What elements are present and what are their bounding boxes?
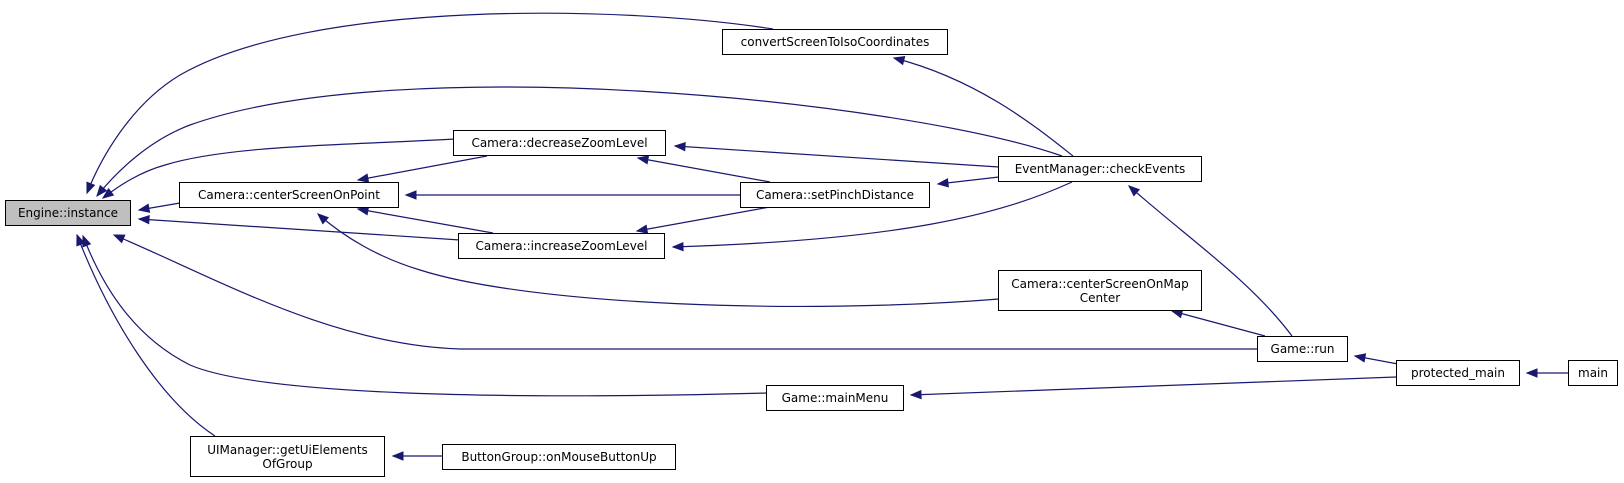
node-label: protected_main — [1410, 366, 1505, 380]
edge-increase-to-engine-arrowhead — [137, 214, 150, 225]
node-label: Camera::setPinchDistance — [755, 188, 915, 202]
edge-run-to-mapcenter — [1171, 310, 1266, 337]
node-label: UIManager::getUiElements — [207, 442, 368, 457]
edge-mapcenter-to-centerpoint — [317, 213, 1000, 308]
node-label: convertScreenToIsoCoordinates — [740, 35, 930, 49]
node-camera-center-screen-on-point[interactable]: Camera::centerScreenOnPoint — [179, 182, 399, 208]
edge-checkevents-to-convert-arrowhead — [892, 56, 906, 66]
edge-run-to-checkevents-arrowhead — [1127, 185, 1141, 197]
node-label: Center — [1079, 290, 1121, 305]
edge-protectedmain-to-mainmenu — [910, 376, 1397, 396]
node-main[interactable]: main — [1568, 360, 1618, 386]
node-label: Engine::instance — [17, 206, 119, 220]
edge-decrease-to-engine — [102, 138, 456, 199]
edge-pinch-to-decrease-arrowhead — [636, 155, 650, 165]
edge-checkevents-to-increase-arrowhead — [671, 241, 684, 252]
node-game-main-menu[interactable]: Game::mainMenu — [766, 385, 904, 411]
node-label: Camera::centerScreenOnMap — [1011, 276, 1189, 291]
edge-uimanager-to-engine-arrowhead — [76, 233, 86, 247]
node-camera-center-screen-on-map-center[interactable]: Camera::centerScreenOnMap Center — [998, 270, 1202, 311]
edge-checkevents-to-increase — [672, 181, 1073, 248]
edge-increase-to-centerpoint — [357, 208, 494, 234]
edge-convert-to-engine-arrowhead — [86, 181, 96, 195]
edge-buttongroup-to-uimanager-arrowhead — [391, 451, 404, 461]
node-label: Game::mainMenu — [781, 391, 889, 405]
node-button-group-on-mouse-button-up[interactable]: ButtonGroup::onMouseButtonUp — [442, 444, 676, 470]
node-label: Camera::centerScreenOnPoint — [198, 188, 380, 202]
edge-uimanager-to-engine — [76, 234, 216, 437]
edge-pinch-to-increase — [636, 206, 771, 232]
node-label: ButtonGroup::onMouseButtonUp — [461, 450, 657, 464]
edge-decrease-to-engine-arrowhead — [101, 187, 115, 199]
edge-checkevents-to-pinch-arrowhead — [936, 178, 949, 188]
edge-main-to-protectedmain-arrowhead — [1525, 368, 1538, 378]
edge-checkevents-to-engine-arrowhead — [96, 184, 108, 198]
edge-convert-to-engine — [86, 12, 774, 194]
edge-run-to-engine-arrowhead — [112, 234, 126, 244]
edge-protectedmain-to-mainmenu-arrowhead — [909, 389, 922, 400]
node-camera-decrease-zoom[interactable]: Camera::decreaseZoomLevel — [453, 130, 666, 156]
node-ui-manager-get-ui-elements[interactable]: UIManager::getUiElements OfGroup — [190, 436, 385, 477]
edge-protectedmain-to-run-arrowhead — [1353, 353, 1367, 363]
edge-pinch-to-increase-arrowhead — [635, 224, 649, 234]
node-label: Game::run — [1270, 342, 1335, 356]
edge-run-to-checkevents — [1128, 185, 1293, 337]
edge-pinch-to-decrease — [637, 157, 771, 183]
edge-mapcenter-to-centerpoint-arrowhead — [316, 213, 329, 225]
node-label: main — [1578, 366, 1608, 380]
edge-pinch-to-centerpoint-arrowhead — [404, 190, 417, 200]
edge-checkevents-to-decrease — [674, 145, 1000, 168]
node-label: Camera::decreaseZoomLevel — [471, 136, 648, 150]
edge-centerpoint-to-engine-arrowhead — [137, 203, 151, 213]
edge-mainmenu-to-engine — [82, 235, 768, 397]
node-game-run[interactable]: Game::run — [1257, 336, 1348, 362]
edge-checkevents-to-engine — [96, 86, 1063, 197]
edge-increase-to-engine — [138, 218, 461, 241]
node-protected-main[interactable]: protected_main — [1396, 360, 1520, 386]
node-label: EventManager::checkEvents — [1014, 162, 1186, 176]
edge-run-to-engine — [113, 234, 1259, 350]
node-event-manager-check-events[interactable]: EventManager::checkEvents — [998, 156, 1202, 182]
edge-decrease-to-centerpoint-arrowhead — [356, 173, 370, 183]
node-camera-increase-zoom[interactable]: Camera::increaseZoomLevel — [458, 233, 665, 259]
node-engine-instance[interactable]: Engine::instance — [5, 200, 131, 226]
edge-decrease-to-centerpoint — [357, 155, 488, 181]
edge-checkevents-to-convert — [893, 57, 1074, 157]
node-label: Camera::increaseZoomLevel — [475, 239, 648, 253]
call-edges — [76, 12, 1568, 461]
node-convert-screen-to-iso[interactable]: convertScreenToIsoCoordinates — [722, 29, 948, 55]
edge-checkevents-to-decrease-arrowhead — [673, 141, 686, 152]
node-camera-set-pinch-distance[interactable]: Camera::setPinchDistance — [740, 182, 930, 208]
node-label: OfGroup — [262, 456, 313, 471]
edge-mainmenu-to-engine-arrowhead — [82, 234, 92, 248]
